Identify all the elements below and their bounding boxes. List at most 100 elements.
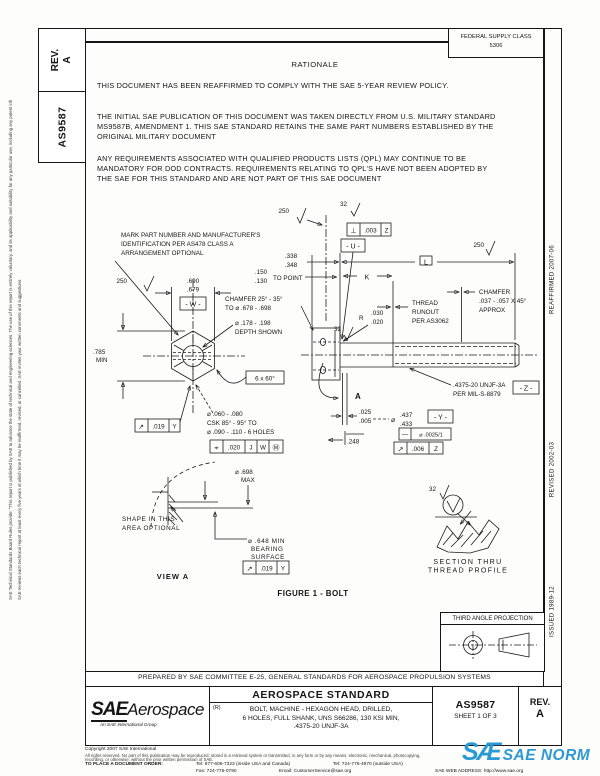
title-rev-value: A [536,708,544,720]
figure-1-drawing: MARK PART NUMBER AND MANUFACTURER'S IDEN… [93,201,540,598]
position-value: .020 [228,445,241,452]
footer-tel-inside: Tel: 877-606-7323 (inside USA and Canada… [196,762,291,767]
drawing-linework [114,202,540,575]
dim-690: .690 [187,278,200,285]
registered-mark: (R) [213,705,221,711]
shape-note-line2: AREA OPTIONAL [122,525,180,532]
fcf2-datum: Z [434,446,438,453]
section-label-line2: THREAD PROFILE [428,568,508,575]
bearing-line2: BEARING [251,546,284,553]
dim-K-label: K [365,275,370,282]
dim-437: .437 [400,412,413,419]
perpendicularity-symbol: ⊥ [350,228,356,235]
title-block-center-cell: (R) AEROSPACE STANDARD BOLT, MACHINE - H… [209,687,432,745]
rationale-title: RATIONALE [291,60,339,69]
aerospace-standard-heading: AEROSPACE STANDARD [210,687,432,703]
doc-title-line3: .4375-20 UNJF-3A [293,723,349,731]
perpendicularity-datum: Z [385,228,389,235]
title-rev-label: REV. [529,697,551,707]
thread-spec-line2: PER MIL-S-8879 [453,391,501,398]
runout-symbol-3: ↗ [247,566,253,573]
sae-norm-logo-mark: SÆ [462,738,502,766]
section-label-line1: SECTION THRU [433,559,502,566]
footer-rights-line2: recording, or otherwise, without the pri… [85,757,214,762]
mark-note-line3: ARRANGEMENT OPTIONAL [121,250,204,257]
finish-250-right: 250 [473,242,484,249]
view-a-arrow-label: A [355,392,361,401]
mark-note-line2: IDENTIFICATION PER AS478 CLASS A [121,241,234,248]
sheet-indicator: SHEET 1 OF 3 [454,713,497,720]
finish-32-section: 32 [429,486,437,493]
chamfer2-line1: CHAMFER [479,289,511,296]
sidebar-doc-number: AS9587 [55,106,68,148]
runout-symbol-2: ↗ [398,447,404,454]
sae-norm-logo-text: SAE NORM [502,747,591,764]
runout-symbol-1: ↗ [138,424,144,431]
fcf1-value: .019 [152,424,165,431]
chamfer1-line1: CHAMFER 25° - 35° [225,295,283,303]
dia-698-max: MAX [241,477,255,484]
aerospace-logo-text: Aerospace [127,700,204,719]
dim-L-label: L [424,260,428,267]
dim-025: .025 [359,409,372,416]
footer-fax: Fax: 724-776-0790 [196,769,237,774]
fcf2-value: .006 [412,446,425,453]
title-block-number-cell: AS9587 SHEET 1 OF 3 [432,687,518,745]
rationale-p3-line1: ANY REQUIREMENTS ASSOCIATED WITH QUALIFI… [97,154,467,163]
dim-348: .348 [285,262,298,269]
datum-z: - Z - [520,386,533,393]
dia-symbol-437: ⌀ [391,417,395,424]
dim-679: .679 [187,287,200,294]
sidebar-rev-label: REV. [49,48,61,72]
dim-785: .785 [93,349,106,356]
csk-line3: ⌀ .090 - .110 - 6 HOLES [207,429,274,436]
bearing-line1: ⌀ .648 MIN [248,538,285,545]
hole-depth-line1: ⌀ .178 - .198 [235,320,271,327]
dia-698: ⌀ .698 [235,469,253,476]
title-block: SAEAerospace An SAE International Group … [85,686,562,746]
fcf3-value: .019 [260,566,273,573]
prepared-by-bar: PREPARED BY SAE COMMITTEE E-25, GENERAL … [85,671,544,687]
thread-runout-line3: PER AS3062 [412,318,449,325]
margin-date-issued: ISSUED 1989-12 [548,586,556,637]
footer-email: Email: CustomerService@sae.org [279,769,352,774]
doc-title-line1: BOLT, MACHINE - HEXAGON HEAD, DRILLED, [249,706,393,713]
shape-note-line1: SHAPE IN THIS [122,516,175,523]
dim-005: .005 [359,418,372,425]
title-block-logo-cell: SAEAerospace An SAE International Group [86,687,209,745]
finish-250-top: 250 [278,208,289,215]
straightness-value: ⌀ .0025/1 [419,433,443,439]
sidebar-rev-box: REV. A [38,28,86,92]
position-symbol: ⌖ [215,445,219,452]
footer-web-address: SAE WEB ADDRESS: http://www.sae.org [435,769,524,774]
doc-title-line2: 6 HOLES, FULL SHANK, UNS S66286, 130 KSI… [242,714,400,722]
bearing-line3: SURFACE [251,554,285,561]
dim-338: .338 [285,253,298,260]
csk-line1: ⌀ .060 - .080 [207,411,243,418]
top-inner-rule [85,41,448,43]
rationale-p3-line3: THE SAE FOR THIS STANDARD AND ARE NOT PA… [97,174,382,183]
sidebar-docnumber-box: AS9587 [38,91,86,163]
logo-subtitle: An SAE International Group [100,722,157,727]
csk-line2: CSK 85° - 95° TO [207,419,257,427]
figure-caption: FIGURE 1 - BOLT [277,589,348,598]
thread-runout-line1: THREAD [412,300,438,307]
view-a-caption: VIEW A [157,572,189,581]
dim-248: .248 [347,439,360,446]
thread-spec-line1: .4375-20 UNJF-3A [453,382,506,389]
finish-32-top: 32 [340,201,348,208]
chamfer2-line3: APPROX [479,307,506,314]
mark-note-line1: MARK PART NUMBER AND MANUFACTURER'S [121,232,260,239]
footer-copyright: Copyright 2007 SAE International [85,747,157,752]
rationale-p2-line2: MS9587B, AMENDMENT 1. THIS SAE STANDARD … [97,122,494,131]
sae-logo: SAE [91,699,128,722]
straightness-symbol: — [402,432,409,439]
third-angle-projection-box: THIRD ANGLE PROJECTION [440,612,545,672]
thread-runout-line2: RUNOUT [412,309,439,316]
third-angle-projection-symbol [448,631,537,659]
left-margin-disclaimer-1: SAE Technical Standards Board Rules prov… [8,100,13,600]
title-doc-number: AS9587 [455,699,496,711]
datum-w: - W - [185,302,201,309]
fsc-label: FEDERAL SUPPLY CLASS [460,34,532,40]
sidebar-rev-value: A [61,56,73,64]
